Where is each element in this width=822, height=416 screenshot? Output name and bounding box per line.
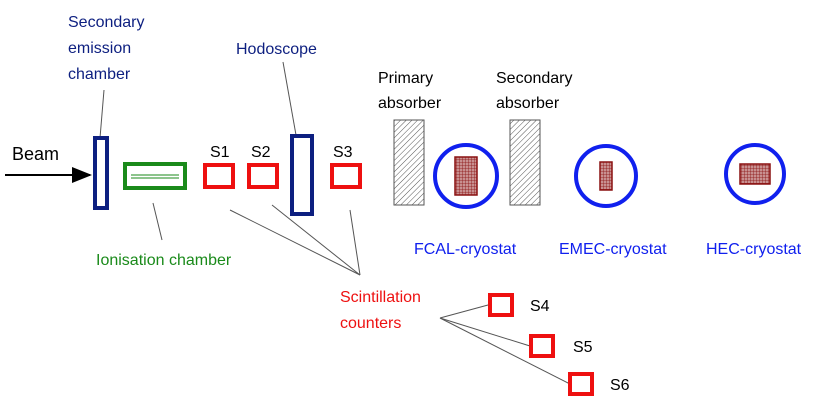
- leader-s6: [439, 317, 571, 385]
- hodoscope-label: Hodoscope: [236, 41, 317, 58]
- s1-label: S1: [210, 144, 230, 161]
- primary-absorber-label-2: absorber: [378, 95, 442, 112]
- scintillator-s4: [488, 293, 514, 317]
- primary-absorber: [393, 119, 425, 206]
- scintillator-s2: [247, 163, 279, 189]
- scintillator-s1: [203, 163, 235, 189]
- secondary-emission-label-1: Secondary: [68, 14, 145, 31]
- leader-ionisation: [152, 202, 163, 241]
- scintillation-label-2: counters: [340, 315, 401, 332]
- hodoscope: [290, 134, 314, 216]
- scintillator-s6: [568, 372, 594, 396]
- fcal-module: [454, 156, 478, 196]
- emec-module: [599, 161, 613, 191]
- hec-module: [739, 163, 771, 185]
- leader-s2: [271, 204, 361, 276]
- secondary-emission-label-3: chamber: [68, 66, 131, 83]
- leader-s3: [349, 209, 361, 276]
- s6-label: S6: [610, 377, 630, 394]
- scintillator-s5: [529, 334, 555, 358]
- leader-s1: [229, 209, 361, 276]
- hec-label: HEC-cryostat: [706, 241, 802, 258]
- secondary-emission-chamber: [93, 136, 109, 210]
- leader-secondary-emission: [99, 89, 105, 139]
- fcal-label: FCAL-cryostat: [414, 241, 517, 258]
- scintillator-s3: [330, 163, 362, 189]
- s4-label: S4: [530, 298, 550, 315]
- leader-s5: [439, 317, 531, 347]
- leader-lines: [99, 61, 571, 385]
- ionisation-chamber: [123, 162, 187, 190]
- scintillation-label-1: Scintillation: [340, 289, 421, 306]
- secondary-absorber-label-1: Secondary: [496, 70, 573, 87]
- emec-label: EMEC-cryostat: [559, 241, 667, 258]
- beam-label: Beam: [12, 144, 59, 164]
- s2-label: S2: [251, 144, 271, 161]
- primary-absorber-label-1: Primary: [378, 70, 433, 87]
- secondary-absorber-label-2: absorber: [496, 95, 560, 112]
- s3-label: S3: [333, 144, 353, 161]
- s5-label: S5: [573, 339, 593, 356]
- leader-s4: [439, 304, 489, 319]
- leader-hodoscope: [282, 61, 297, 136]
- ionisation-chamber-label: Ionisation chamber: [96, 252, 232, 269]
- secondary-absorber: [509, 119, 541, 206]
- secondary-emission-label-2: emission: [68, 40, 131, 57]
